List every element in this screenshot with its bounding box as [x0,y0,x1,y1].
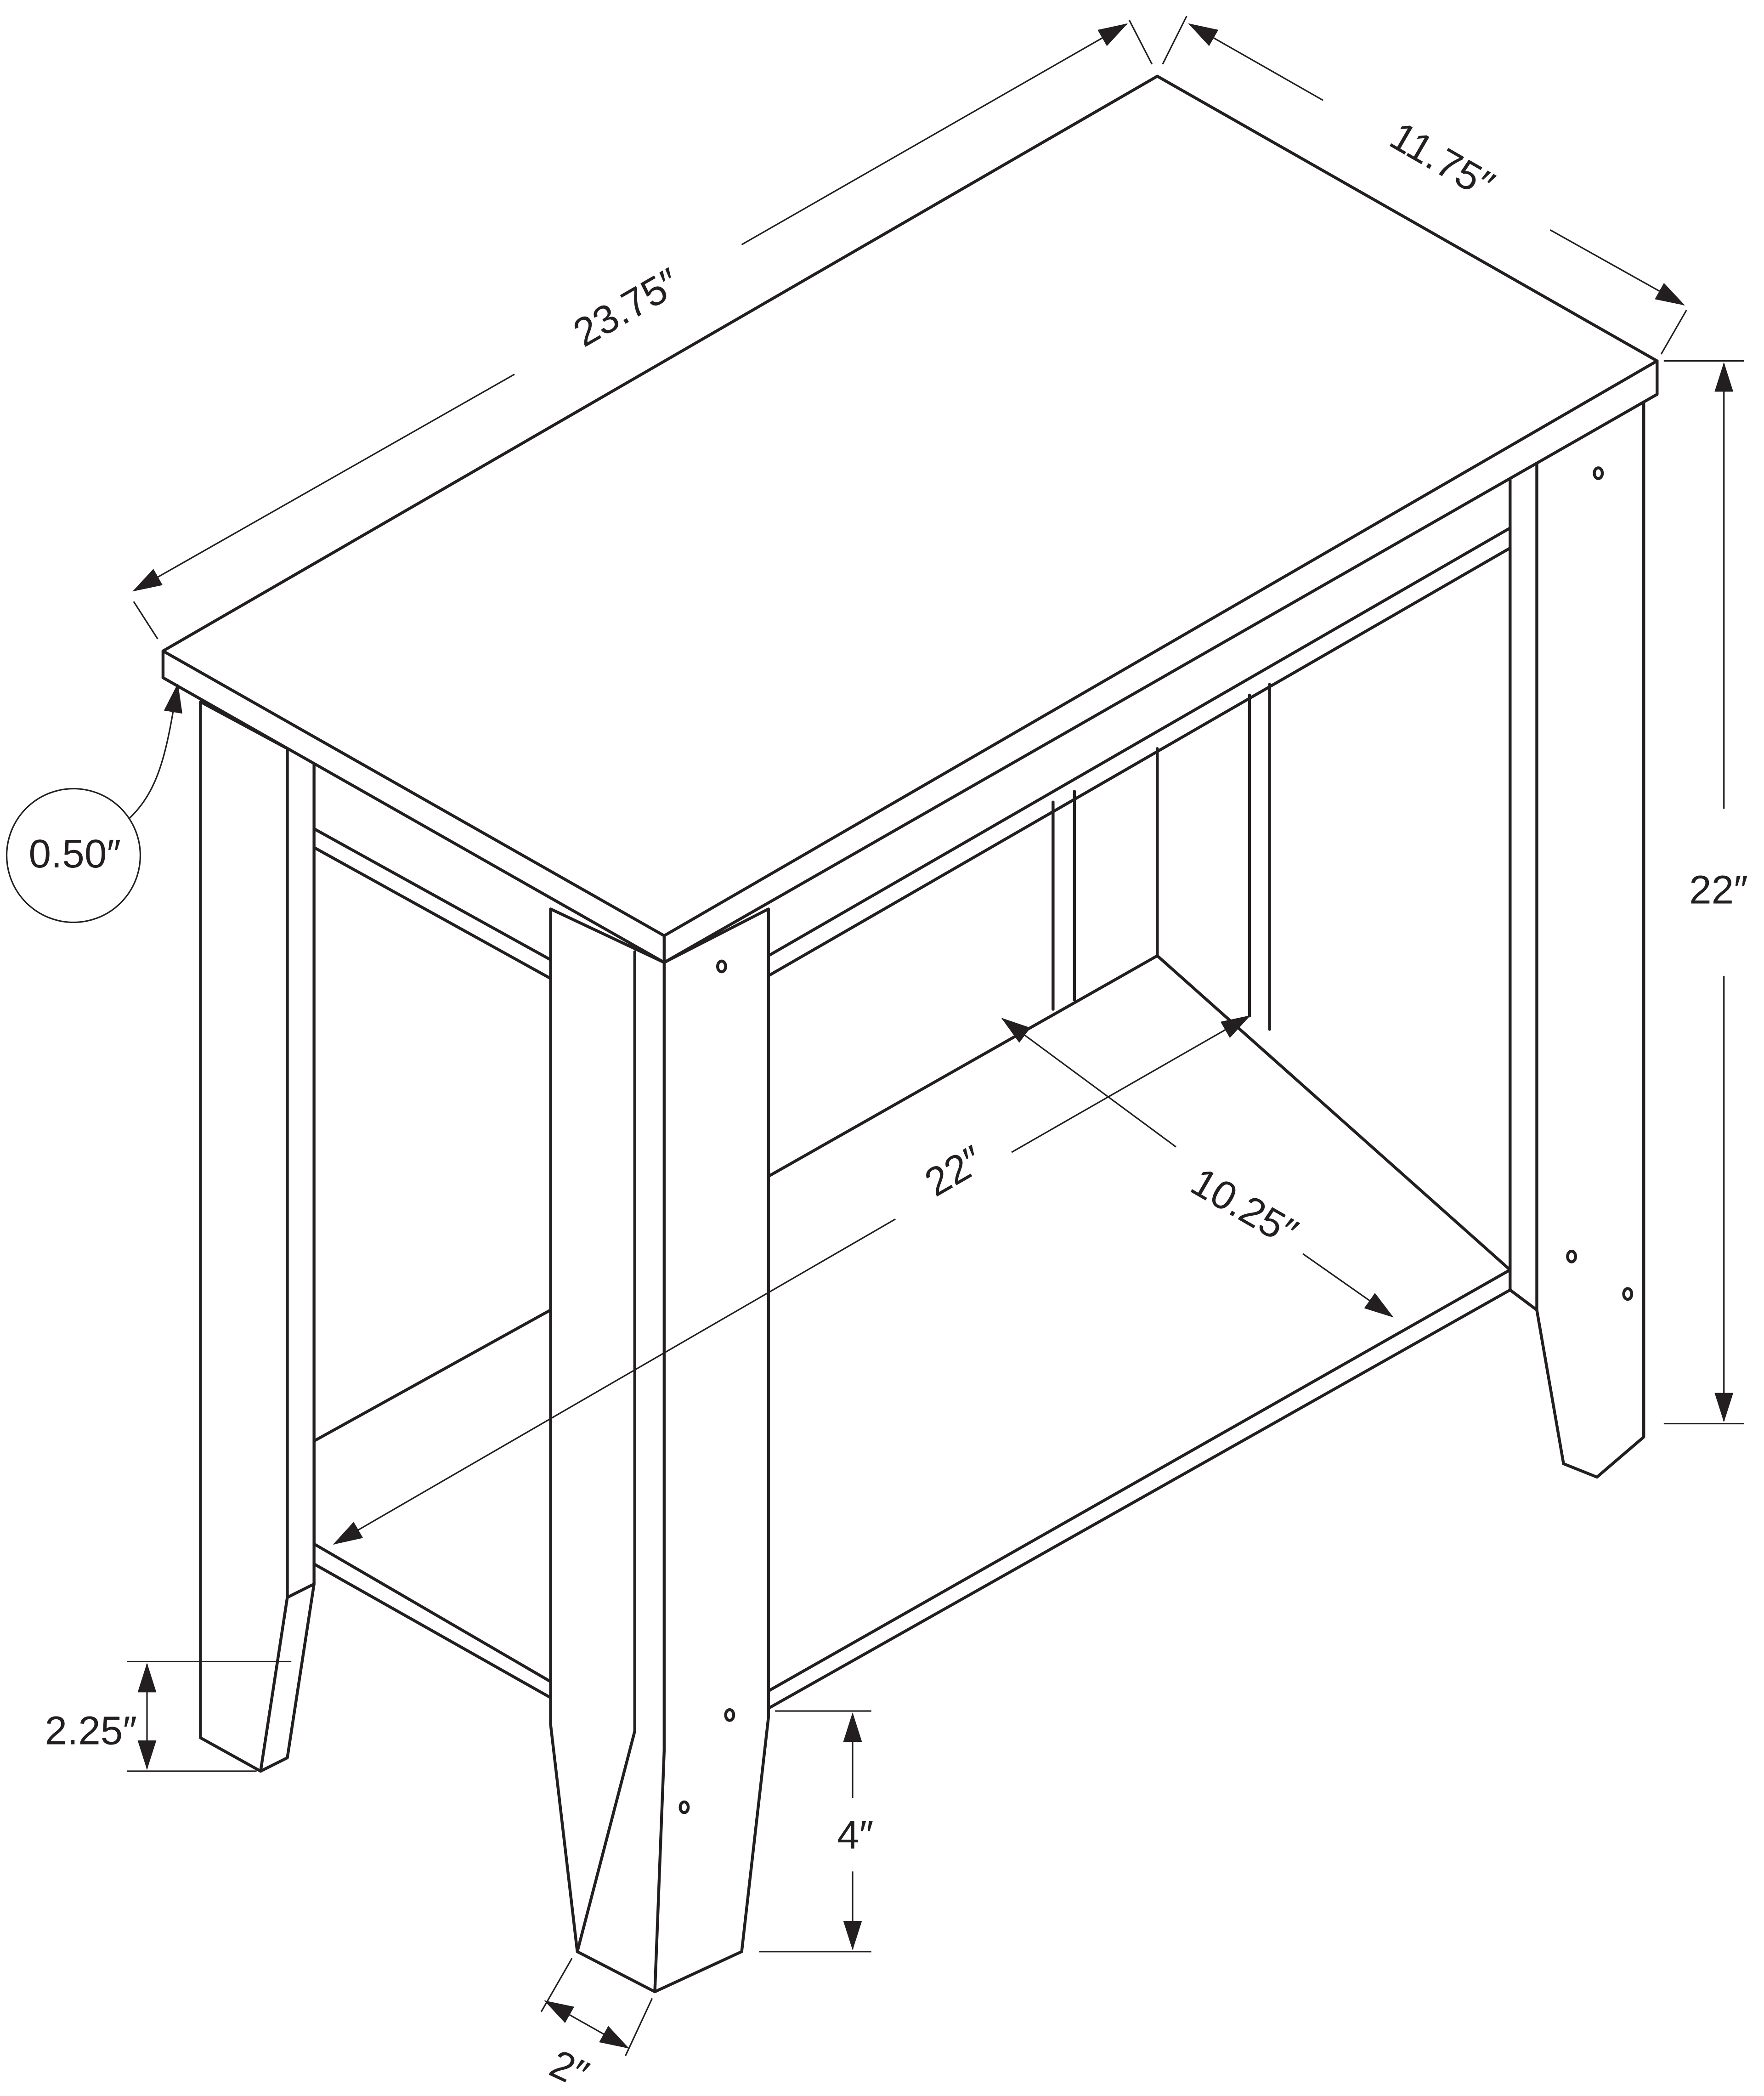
dim-shelf-length: 22″ [333,1015,1251,1545]
bottom-shelf [312,954,1512,1710]
dim-shelf-clearance: 4″ [759,1710,874,1953]
front-left-leg [199,700,316,1773]
back-panels [767,527,1512,1272]
front-right-leg [549,907,770,1994]
left-apron [312,827,552,980]
back-right-leg [1509,393,1645,1479]
label-top-thickness: 0.50″ [29,832,121,876]
label-shelf-clearance: 4″ [837,1813,873,1858]
dim-rear-leg-taper: 2.25″ [45,1660,292,1772]
dim-overall-height: 22″ [1663,360,1748,1425]
label-top-depth: 11.75″ [1383,113,1502,208]
label-shelf-depth: 10.25″ [1183,1159,1305,1255]
dim-top-thickness: 0.50″ [6,683,182,923]
label-rear-leg-taper: 2.25″ [45,1709,137,1753]
tabletop [161,74,1659,964]
dim-shelf-depth: 10.25″ [1001,1018,1394,1318]
label-top-length: 23.75″ [566,260,687,356]
label-leg-width: 2″ [543,2041,595,2096]
label-overall-height: 22″ [1689,868,1748,912]
label-shelf-length: 22″ [917,1137,990,1205]
